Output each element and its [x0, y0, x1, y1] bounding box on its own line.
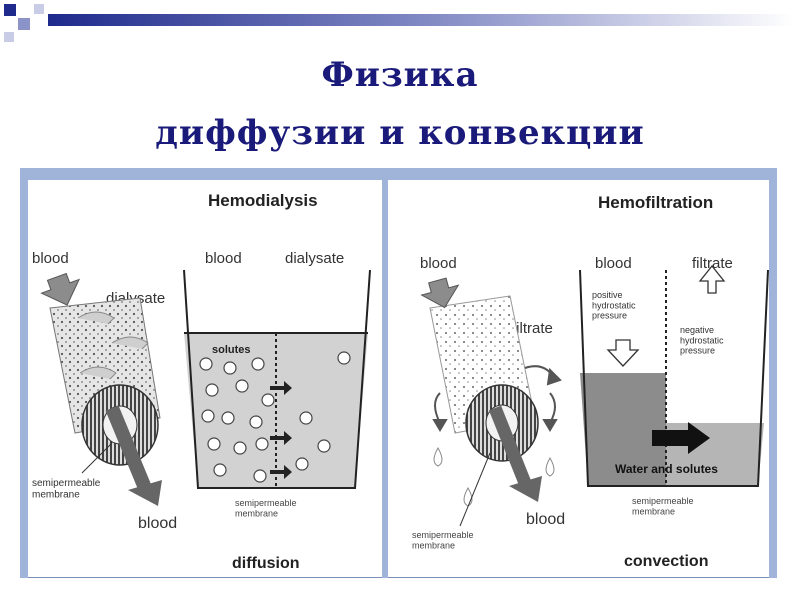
label-line: hydrostatic [592, 300, 636, 310]
blood-in-arrow [40, 272, 81, 306]
panel-divider [382, 168, 388, 578]
figure-svg: Hemodialysis blood dialysate semipermeab… [19, 167, 778, 579]
diffusion-arrows [270, 381, 292, 479]
slide-title-line2: диффузии и конвекции [155, 113, 645, 153]
label-line: hydrostatic [680, 335, 724, 345]
label-line: membrane [235, 508, 278, 518]
blood-in-label: blood [32, 250, 69, 267]
water-solutes-label: Water and solutes [615, 462, 718, 476]
hemodialysis-heading: Hemodialysis [208, 191, 318, 210]
diffusion-label: diffusion [232, 555, 300, 572]
header-decor-bar [48, 13, 793, 26]
dialysis-figure: Hemodialysis blood dialysate semipermeab… [19, 167, 778, 579]
solutes-label: solutes [212, 344, 251, 356]
decor-square [34, 4, 44, 14]
slide-title-line1: Физика [321, 55, 479, 95]
label-line: pressure [680, 346, 715, 356]
label-line: membrane [412, 540, 455, 550]
blood-out-label: blood [138, 515, 177, 532]
filtrate-flow-arrows [432, 365, 562, 432]
convection-flow-arrow [652, 422, 710, 454]
decor-square [4, 4, 16, 16]
pressure-up-arrow [698, 264, 726, 294]
solute-particles [199, 351, 351, 483]
label-line: membrane [32, 490, 80, 501]
hf-blood-out-arrow [488, 405, 542, 502]
hf-filtrate-label: filtrate [512, 320, 553, 337]
dialyzer-cylinder [49, 297, 161, 466]
pressure-down-arrow [606, 339, 640, 367]
hf-blood-out-label: blood [526, 511, 565, 528]
convection-tank [579, 269, 769, 487]
hemofiltration-panel: Hemofiltration blood filtrate semipermea… [412, 193, 769, 570]
tank-blood-label: blood [205, 250, 242, 267]
hemodialysis-panel: Hemodialysis blood dialysate semipermeab… [32, 191, 371, 572]
label-line: pressure [592, 311, 627, 321]
hf-tank-blood-label: blood [595, 255, 632, 272]
decor-square [18, 18, 30, 30]
hf-tank-filtrate-label: filtrate [692, 255, 733, 272]
blood-out-arrow [105, 405, 162, 506]
hf-blood-in-label: blood [420, 255, 457, 272]
hemofiltration-heading: Hemofiltration [598, 193, 713, 212]
decor-square [4, 32, 14, 42]
convection-label: convection [624, 553, 708, 570]
tank-dialysate-label: dialysate [285, 250, 344, 267]
label-line: membrane [632, 506, 675, 516]
hf-blood-in-arrow [420, 277, 460, 309]
